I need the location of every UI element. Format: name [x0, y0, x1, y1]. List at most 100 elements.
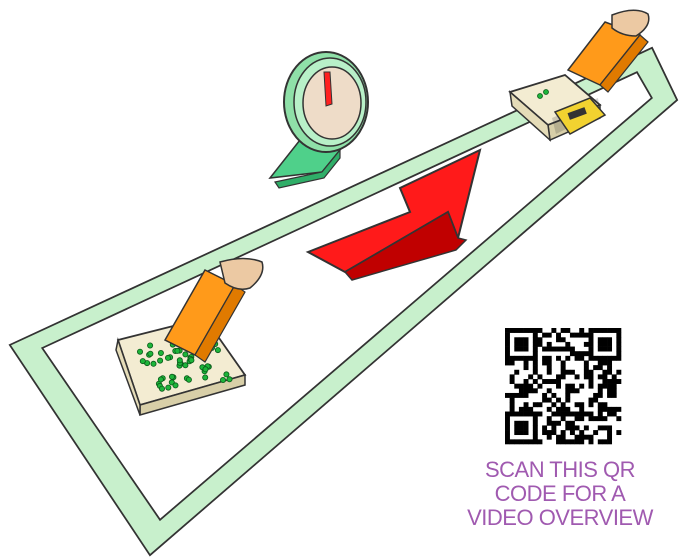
qr-module: [524, 430, 529, 435]
qr-module: [537, 439, 542, 444]
qr-module: [524, 365, 529, 370]
qr-module: [551, 425, 556, 430]
qr-module: [584, 370, 589, 375]
qr-module: [616, 328, 621, 333]
qr-module: [589, 439, 594, 444]
qr-module: [533, 360, 538, 365]
qr-module: [598, 407, 603, 412]
qr-module: [575, 439, 580, 444]
qr-module: [547, 356, 552, 361]
qr-module: [542, 393, 547, 398]
qr-module: [505, 360, 510, 365]
qr-module: [505, 425, 510, 430]
qr-module: [547, 342, 552, 347]
qr-module: [598, 374, 603, 379]
qr-module: [524, 356, 529, 361]
qr-module: [524, 347, 529, 352]
qr-module: [616, 337, 621, 342]
qr-module: [547, 360, 552, 365]
qr-module: [616, 342, 621, 347]
qr-module: [602, 342, 607, 347]
qr-module: [616, 370, 621, 375]
qr-module: [589, 379, 594, 384]
qr-module: [528, 412, 533, 417]
seed: [165, 355, 170, 360]
qr-module: [551, 430, 556, 435]
qr-module: [510, 328, 515, 333]
qr-module: [533, 347, 538, 352]
qr-module: [528, 328, 533, 333]
qr-module: [519, 384, 524, 389]
qr-module: [561, 337, 566, 342]
qr-module: [570, 351, 575, 356]
qr-module: [519, 412, 524, 417]
qr-module: [589, 416, 594, 421]
qr-module: [510, 402, 515, 407]
qr-module: [537, 384, 542, 389]
qr-module: [524, 425, 529, 430]
qr-module: [528, 439, 533, 444]
qr-module: [565, 412, 570, 417]
qr-module: [547, 398, 552, 403]
qr-module: [612, 328, 617, 333]
qr-module: [556, 356, 561, 361]
qr-module: [533, 351, 538, 356]
qr-module: [505, 412, 510, 417]
qr-module: [575, 356, 580, 361]
qr-module: [598, 337, 603, 342]
qr-module: [607, 407, 612, 412]
qr-module: [565, 407, 570, 412]
qr-module: [593, 416, 598, 421]
qr-module: [561, 402, 566, 407]
qr-module: [510, 374, 515, 379]
qr-module: [575, 416, 580, 421]
qr-module: [598, 412, 603, 417]
qr-module: [547, 347, 552, 352]
qr-module: [524, 439, 529, 444]
qr-module: [561, 439, 566, 444]
qr-module: [602, 374, 607, 379]
qr-module: [584, 425, 589, 430]
qr-module: [514, 393, 519, 398]
qr-module: [551, 347, 556, 352]
qr-module: [510, 379, 515, 384]
qr-module: [575, 388, 580, 393]
qr-module: [570, 333, 575, 338]
qr-module: [561, 365, 566, 370]
qr-module: [602, 407, 607, 412]
qr-module: [616, 379, 621, 384]
qr-module: [561, 435, 566, 440]
qr-module: [547, 379, 552, 384]
qr-module: [598, 388, 603, 393]
qr-module: [607, 347, 612, 352]
qr-module: [593, 328, 598, 333]
qr-caption-line-3: VIDEO OVERVIEW: [440, 506, 680, 530]
qr-module: [602, 347, 607, 352]
qr-module: [565, 439, 570, 444]
qr-module: [570, 430, 575, 435]
qr-module: [561, 370, 566, 375]
qr-module: [589, 412, 594, 417]
qr-module: [524, 402, 529, 407]
qr-module: [575, 351, 580, 356]
qr-module: [524, 407, 529, 412]
qr-module: [612, 374, 617, 379]
qr-module: [607, 425, 612, 430]
qr-module: [575, 435, 580, 440]
qr-module: [514, 356, 519, 361]
qr-module: [505, 393, 510, 398]
qr-code-icon[interactable]: [505, 328, 621, 444]
qr-module: [514, 425, 519, 430]
qr-module: [505, 421, 510, 426]
seed: [220, 377, 225, 382]
qr-module: [565, 356, 570, 361]
qr-module: [593, 393, 598, 398]
qr-module: [589, 402, 594, 407]
qr-module: [519, 393, 524, 398]
qr-module: [565, 370, 570, 375]
qr-module: [542, 379, 547, 384]
qr-module: [607, 439, 612, 444]
qr-module: [616, 407, 621, 412]
qr-module: [542, 430, 547, 435]
qr-module: [584, 412, 589, 417]
